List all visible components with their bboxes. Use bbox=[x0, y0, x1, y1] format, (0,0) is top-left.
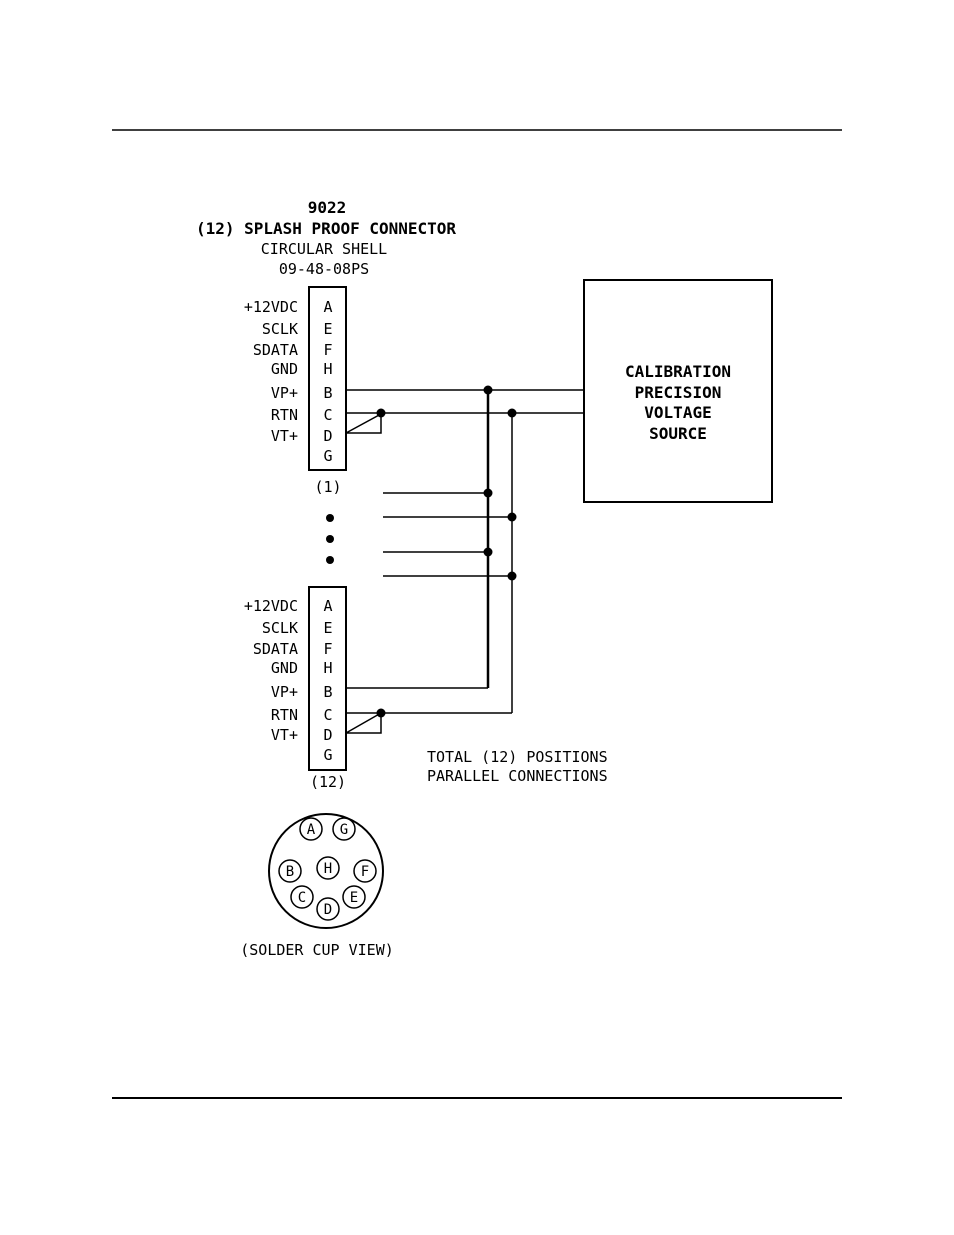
face-pin-g: G bbox=[340, 822, 348, 838]
connector-1-label-vp: VP+ bbox=[271, 384, 298, 402]
title-shell: CIRCULAR SHELL bbox=[261, 240, 387, 258]
connector-12-label-sdata: SDATA bbox=[253, 640, 298, 658]
connector-1-label-sclk: SCLK bbox=[262, 320, 298, 338]
title-connector: (12) SPLASH PROOF CONNECTOR bbox=[196, 219, 456, 238]
connector-1-label-gnd: GND bbox=[271, 360, 298, 378]
junction-dot bbox=[484, 386, 493, 395]
junction-dot bbox=[508, 409, 517, 418]
connector-12-label-sclk: SCLK bbox=[262, 619, 298, 637]
connector-1-pin-h: H bbox=[323, 360, 332, 378]
connector-1-index: (1) bbox=[314, 478, 341, 496]
junction-dot bbox=[484, 548, 493, 557]
note-parallel: PARALLEL CONNECTIONS bbox=[427, 767, 608, 785]
face-pin-e: E bbox=[350, 890, 358, 906]
connector-1-label-sdata: SDATA bbox=[253, 341, 298, 359]
connector-1-label-12vdc: +12VDC bbox=[244, 298, 298, 316]
connector-12-pin-d: D bbox=[323, 726, 332, 744]
connector-12-pin-g: G bbox=[323, 746, 332, 764]
connector-12-pin-b: B bbox=[323, 683, 332, 701]
connector-12-label-vt: VT+ bbox=[271, 726, 298, 744]
connector-1-pin-labels: +12VDC SCLK SDATA GND VP+ RTN VT+ bbox=[244, 298, 298, 445]
connector-12-pin-e: E bbox=[323, 619, 332, 637]
connector-1-pin-f: F bbox=[323, 341, 332, 359]
connector-12-pin-labels: +12VDC SCLK SDATA GND VP+ RTN VT+ bbox=[244, 597, 298, 744]
junction-dot bbox=[377, 709, 386, 718]
jumper-bottom bbox=[346, 713, 381, 733]
note-positions: TOTAL (12) POSITIONS bbox=[427, 748, 608, 766]
connector-face-view: A G B H F C E D bbox=[269, 814, 383, 928]
title-part-number: 09-48-08PS bbox=[279, 260, 369, 278]
face-pin-d: D bbox=[324, 902, 332, 918]
connector-12-label-rtn: RTN bbox=[271, 706, 298, 724]
face-pin-h: H bbox=[324, 861, 332, 877]
connector-12-pin-c: C bbox=[323, 706, 332, 724]
connector-1-label-vt: VT+ bbox=[271, 427, 298, 445]
connector-12-label-gnd: GND bbox=[271, 659, 298, 677]
connector-12-label-12vdc: +12VDC bbox=[244, 597, 298, 615]
face-view-caption: (SOLDER CUP VIEW) bbox=[240, 941, 394, 959]
source-line-2: PRECISION bbox=[635, 383, 722, 402]
face-pin-b: B bbox=[286, 864, 294, 880]
connector-12-pin-letters: A E F H B C D G bbox=[323, 597, 332, 764]
junction-dot bbox=[508, 572, 517, 581]
source-line-4: SOURCE bbox=[649, 424, 707, 443]
ellipsis-dot-1 bbox=[326, 514, 334, 522]
source-line-3: VOLTAGE bbox=[644, 403, 711, 422]
connector-1-pin-letters: A E F H B C D G bbox=[323, 298, 332, 465]
face-pin-f: F bbox=[361, 864, 369, 880]
connector-1-label-rtn: RTN bbox=[271, 406, 298, 424]
wiring bbox=[346, 386, 584, 734]
connector-1-pin-a: A bbox=[323, 298, 332, 316]
connector-1-pin-b: B bbox=[323, 384, 332, 402]
connector-1-pin-g: G bbox=[323, 447, 332, 465]
connector-12-pin-a: A bbox=[323, 597, 332, 615]
connector-12-index: (12) bbox=[310, 773, 346, 791]
connector-12-pin-f: F bbox=[323, 640, 332, 658]
junction-dot bbox=[484, 489, 493, 498]
connector-1-pin-c: C bbox=[323, 406, 332, 424]
connector-12-pin-h: H bbox=[323, 659, 332, 677]
junction-dot bbox=[377, 409, 386, 418]
connector-1-pin-e: E bbox=[323, 320, 332, 338]
face-pin-c: C bbox=[298, 890, 306, 906]
source-line-1: CALIBRATION bbox=[625, 362, 731, 381]
ellipsis-dot-3 bbox=[326, 556, 334, 564]
connector-12-label-vp: VP+ bbox=[271, 683, 298, 701]
jumper-top bbox=[346, 414, 381, 433]
title-model: 9022 bbox=[308, 198, 347, 217]
face-pin-a: A bbox=[307, 822, 316, 838]
junction-dot bbox=[508, 513, 517, 522]
connector-1-pin-d: D bbox=[323, 427, 332, 445]
ellipsis-dot-2 bbox=[326, 535, 334, 543]
